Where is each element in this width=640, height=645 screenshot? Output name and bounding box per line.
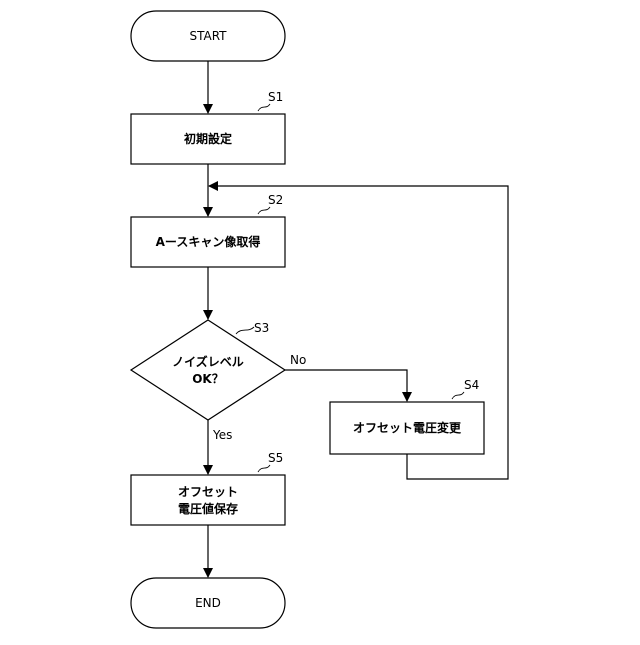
- s3-label-line1: ノイズレベル: [172, 354, 244, 369]
- s3-step-label: S3: [254, 321, 269, 335]
- s3-step-leader: [236, 327, 254, 334]
- end-label: END: [195, 596, 221, 610]
- s1-step-label: S1: [268, 90, 283, 104]
- s5-step-label: S5: [268, 451, 283, 465]
- s3-label-line2: OK？: [192, 372, 224, 386]
- s4-step-label: S4: [464, 378, 479, 392]
- end-terminal: END: [131, 578, 285, 628]
- s4-label: オフセット電圧変更: [353, 420, 462, 435]
- s1-step-leader: [258, 104, 270, 111]
- edge-s3-s4: [285, 370, 407, 401]
- decision-s3: ノイズレベル OK？ S3: [131, 320, 285, 420]
- s2-label: Aースキャン像取得: [156, 234, 261, 249]
- start-label: START: [189, 29, 227, 43]
- s2-step-leader: [258, 207, 270, 214]
- s4-step-leader: [452, 392, 464, 399]
- s5-label-line2: 電圧値保存: [178, 501, 238, 516]
- s2-step-label: S2: [268, 193, 283, 207]
- s5-step-leader: [258, 465, 270, 472]
- start-terminal: START: [131, 11, 285, 61]
- edge-label-no: No: [290, 353, 306, 367]
- s1-label: 初期設定: [184, 131, 232, 146]
- edge-label-yes: Yes: [212, 428, 232, 442]
- s5-label-line1: オフセット: [178, 485, 238, 499]
